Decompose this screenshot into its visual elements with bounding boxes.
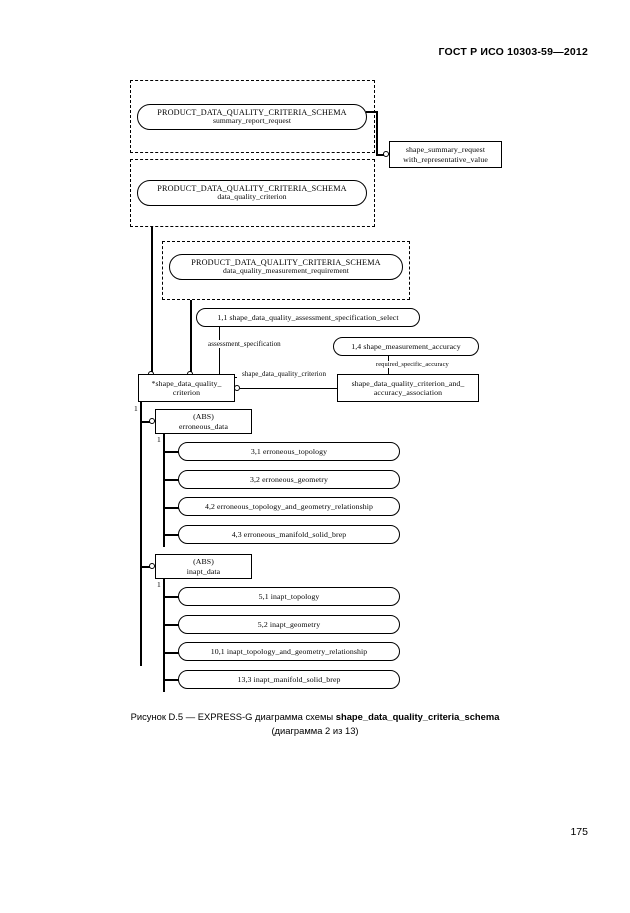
subtype-inapt-topology-and-geometry-relationship[interactable]: 10,1 inapt_topology_and_geometry_relatio… xyxy=(178,642,400,661)
entity-line-1: *shape_data_quality_ xyxy=(151,378,222,388)
supertype-mark-main: 1 xyxy=(134,404,138,413)
schema-ref-data-quality-criterion[interactable]: PRODUCT_DATA_QUALITY_CRITERIA_SCHEMA dat… xyxy=(137,180,367,206)
relationship-circle-erroneous-data xyxy=(149,418,155,424)
subtype-branch-erroneous-2 xyxy=(163,507,179,509)
entity-line-1: (ABS) xyxy=(193,412,214,422)
page-ref-assessment-specification-select[interactable]: 1,1 shape_data_quality_assessment_specif… xyxy=(196,308,420,327)
connector-summary-top xyxy=(366,111,378,113)
entity-line-2: accuracy_association xyxy=(373,388,443,397)
entity-line-2: erroneous_data xyxy=(178,421,229,431)
supertype-mark-erroneous: 1 xyxy=(157,435,161,444)
schema-name: PRODUCT_DATA_QUALITY_CRITERIA_SCHEMA xyxy=(191,257,381,267)
relationship-circle-summary xyxy=(383,151,389,157)
figure-caption-line-2: (диаграмма 2 из 13) xyxy=(271,724,359,736)
page-header-standard: ГОСТ Р ИСО 10303-59—2012 xyxy=(438,46,588,58)
subtype-inapt-topology[interactable]: 5,1 inapt_topology xyxy=(178,587,400,606)
entity-name: data_quality_measurement_requirement xyxy=(223,266,349,276)
figure-caption-line-1: Рисунок D.5 — EXPRESS-G диаграмма схемы … xyxy=(0,710,630,724)
subtype-trunk-erroneous xyxy=(163,434,165,547)
entity-shape-data-quality-criterion[interactable]: *shape_data_quality_ criterion xyxy=(138,374,235,402)
page-number: 175 xyxy=(570,826,588,838)
entity-name: summary_report_request xyxy=(212,116,292,126)
connector-summary-vertical xyxy=(376,111,378,155)
subtype-branch-inapt-3 xyxy=(163,679,179,681)
relationship-circle-criterion-right xyxy=(234,385,240,391)
attr-label-shape-data-quality-criterion: shape_data_quality_criterion xyxy=(241,370,328,378)
connector-summary-bottom xyxy=(376,154,384,156)
subtype-erroneous-topology-and-geometry-relationship[interactable]: 4,2 erroneous_topology_and_geometry_rela… xyxy=(178,497,400,516)
page-ref-shape-measurement-accuracy[interactable]: 1,4 shape_measurement_accuracy xyxy=(333,337,479,356)
entity-line-2: criterion xyxy=(172,388,201,397)
subtype-inapt-manifold-solid-brep[interactable]: 13,3 inapt_manifold_solid_brep xyxy=(178,670,400,689)
schema-frame-1 xyxy=(130,80,375,153)
subtype-branch-erroneous-0 xyxy=(163,451,179,453)
subtype-inapt-geometry[interactable]: 5,2 inapt_geometry xyxy=(178,615,400,634)
subtype-branch-erroneous-3 xyxy=(163,534,179,536)
entity-shape-summary-request[interactable]: shape_summary_request with_representativ… xyxy=(389,141,502,168)
entity-line-1: (ABS) xyxy=(193,557,214,567)
schema-name: PRODUCT_DATA_QUALITY_CRITERIA_SCHEMA xyxy=(157,107,347,117)
subtype-erroneous-manifold-solid-brep[interactable]: 4,3 erroneous_manifold_solid_brep xyxy=(178,525,400,544)
entity-inapt-data[interactable]: (ABS) inapt_data xyxy=(155,554,252,579)
entity-line-2: with_representative_value xyxy=(403,154,488,164)
entity-erroneous-data[interactable]: (ABS) erroneous_data xyxy=(155,409,252,434)
subtype-branch-inapt-2 xyxy=(163,652,179,654)
entity-name: data_quality_criterion xyxy=(217,192,287,202)
schema-name: PRODUCT_DATA_QUALITY_CRITERIA_SCHEMA xyxy=(157,183,347,193)
branch-inapt-data xyxy=(140,566,152,568)
supertype-trunk-main xyxy=(140,402,142,666)
relationship-circle-inapt-data xyxy=(149,563,155,569)
schema-frame-2 xyxy=(130,159,375,227)
entity-line-1: shape_summary_request xyxy=(405,145,486,155)
schema-ref-data-quality-measurement-requirement[interactable]: PRODUCT_DATA_QUALITY_CRITERIA_SCHEMA dat… xyxy=(169,254,403,280)
line-criterion-to-assoc xyxy=(240,388,337,389)
entity-criterion-and-accuracy-association[interactable]: shape_data_quality_criterion_and_ accura… xyxy=(337,374,479,402)
subtype-trunk-inapt xyxy=(163,579,165,692)
subtype-erroneous-geometry[interactable]: 3,2 erroneous_geometry xyxy=(178,470,400,489)
subtype-branch-erroneous-1 xyxy=(163,479,179,481)
entity-line-2: inapt_data xyxy=(186,566,221,576)
schema-frame-3 xyxy=(162,241,410,300)
supertype-mark-inapt: 1 xyxy=(157,580,161,589)
line-assessment-specification xyxy=(219,327,220,378)
subtype-branch-inapt-0 xyxy=(163,596,179,598)
branch-erroneous-data xyxy=(140,421,152,423)
figure-caption: Рисунок D.5 — EXPRESS-G диаграмма схемы … xyxy=(0,710,630,737)
figure-caption-schema-name: shape_data_quality_criteria_schema xyxy=(335,711,500,722)
trunk-schema3-to-main xyxy=(190,300,192,374)
subtype-erroneous-topology[interactable]: 3,1 erroneous_topology xyxy=(178,442,400,461)
figure-caption-prefix: Рисунок D.5 — EXPRESS-G диаграмма схемы xyxy=(130,711,336,722)
schema-ref-summary-report-request[interactable]: PRODUCT_DATA_QUALITY_CRITERIA_SCHEMA sum… xyxy=(137,104,367,130)
attr-label-required-specific-accuracy: required_specific_accuracy xyxy=(375,361,450,368)
entity-line-1: shape_data_quality_criterion_and_ xyxy=(351,378,465,388)
attr-label-assessment-specification: assessment_specification xyxy=(207,340,282,348)
subtype-branch-inapt-1 xyxy=(163,624,179,626)
express-g-diagram: PRODUCT_DATA_QUALITY_CRITERIA_SCHEMA sum… xyxy=(130,80,502,692)
trunk-schema2-to-main xyxy=(151,226,153,374)
